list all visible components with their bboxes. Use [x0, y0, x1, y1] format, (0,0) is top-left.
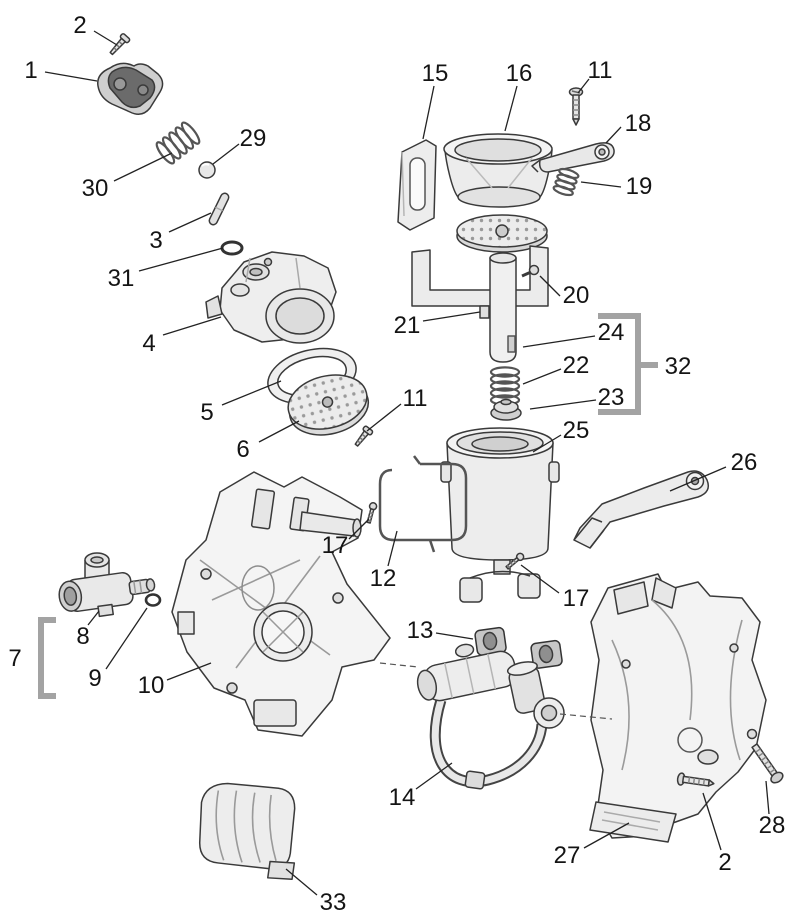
callout-label-3: 3	[149, 227, 162, 254]
callout-label-29: 29	[240, 125, 267, 152]
callout-label-8: 8	[76, 623, 89, 650]
part-pipe-assembly	[416, 643, 565, 790]
callout-label-4: 4	[142, 330, 155, 357]
callout-label-1: 1	[24, 57, 37, 84]
part-piston-shaft	[479, 252, 517, 363]
callout-label-32: 32	[665, 353, 692, 380]
part-brew-chamber	[440, 427, 560, 603]
part-bottom-cover	[198, 782, 296, 881]
part-front-housing	[171, 471, 391, 737]
part-gasket-frame	[378, 455, 468, 553]
callout-label-28: 28	[759, 812, 786, 839]
part-spring-30	[155, 121, 201, 165]
callout-label-15: 15	[422, 60, 449, 87]
callout-label-21: 21	[394, 312, 421, 339]
callout-label-7: 7	[8, 645, 21, 672]
callout-label-14: 14	[389, 784, 416, 811]
part-plug-seal	[490, 398, 522, 421]
group-bracket-32	[598, 313, 658, 415]
callout-label-26: 26	[731, 449, 758, 476]
part-oring-9	[144, 593, 162, 607]
part-screw-bottom	[676, 772, 715, 787]
part-screw-28	[751, 743, 784, 784]
callout-label-30: 30	[82, 175, 109, 202]
part-oring-31	[220, 240, 244, 256]
callout-label-25: 25	[563, 417, 590, 444]
callout-label-22: 22	[563, 352, 590, 379]
part-retaining-arm	[531, 142, 615, 173]
part-pin-20	[521, 264, 540, 278]
part-screw-top	[109, 33, 131, 56]
callout-label-23: 23	[598, 384, 625, 411]
callout-label-33: 33	[320, 889, 347, 916]
callout-label-5: 5	[200, 399, 213, 426]
callout-label-17-a: 17	[322, 532, 349, 559]
callout-label-20: 20	[563, 282, 590, 309]
part-rubber-mounts	[474, 626, 563, 669]
part-valve-housing	[205, 251, 337, 344]
callout-label-2-top: 2	[73, 12, 86, 39]
callout-label-12: 12	[370, 565, 397, 592]
group-bracket-7	[38, 617, 56, 699]
part-steam-valve	[58, 552, 156, 618]
part-spring-19	[552, 167, 580, 197]
callout-label-27: 27	[554, 842, 581, 869]
callout-label-9: 9	[88, 665, 101, 692]
callout-label-24: 24	[598, 319, 625, 346]
callout-label-6: 6	[236, 436, 249, 463]
callout-label-2-bottom: 2	[718, 849, 731, 876]
assembly-axis-lines	[379, 662, 613, 720]
callout-label-11-a: 11	[403, 385, 428, 412]
part-lever-handle	[97, 62, 164, 115]
part-screw-17-right	[505, 552, 525, 570]
callout-label-19: 19	[626, 173, 653, 200]
callout-label-13: 13	[407, 617, 434, 644]
part-screw-topright	[568, 87, 584, 126]
part-side-bracket	[397, 139, 437, 231]
callout-label-17-b: 17	[563, 585, 590, 612]
callout-label-31: 31	[108, 265, 135, 292]
part-funnel	[443, 133, 553, 208]
part-shower-disc	[287, 374, 370, 436]
part-shower-holder	[411, 214, 549, 307]
callout-label-16: 16	[506, 60, 533, 87]
callout-label-11-b: 11	[588, 57, 613, 84]
callout-label-10: 10	[138, 672, 165, 699]
part-pin	[208, 192, 230, 226]
part-ball	[198, 161, 216, 179]
leader-lines	[44, 30, 770, 896]
part-rear-housing	[589, 573, 767, 843]
callout-label-18: 18	[625, 110, 652, 137]
